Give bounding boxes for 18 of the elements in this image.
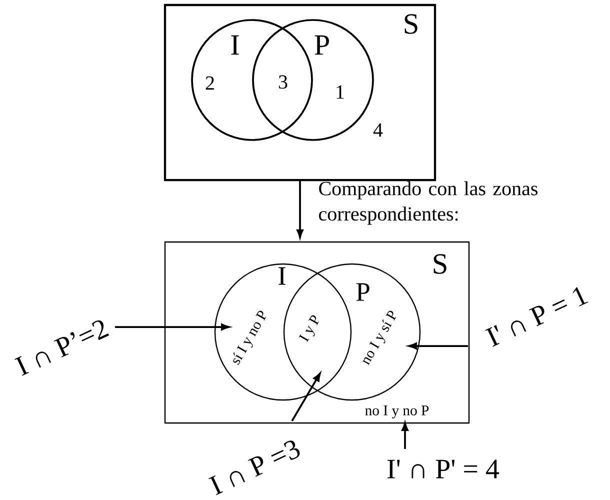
arrow	[296, 181, 304, 238]
arrow	[291, 372, 321, 422]
set-expression: I ∩ P =3	[208, 440, 300, 496]
region-number: 2	[206, 76, 214, 90]
region-label: I y P	[298, 315, 319, 342]
set-expression: I ∩ P’=2	[14, 320, 110, 376]
arrow	[408, 342, 468, 350]
set-expression: I' ∩ P = 1	[485, 287, 588, 347]
edge-label: Comparando con las zonas correspondientes:	[319, 181, 538, 225]
region-label: no I y no P	[365, 406, 429, 418]
region-number: 3	[278, 75, 288, 89]
set-expression: I' ∩ P' = 4	[388, 460, 500, 478]
region-number: 1	[336, 85, 344, 99]
arrow	[115, 324, 230, 330]
region-number: 4	[373, 123, 383, 137]
arrow	[402, 422, 408, 449]
region-label: sí I y no P	[233, 310, 266, 365]
region-label: no I y sí P	[362, 310, 396, 366]
